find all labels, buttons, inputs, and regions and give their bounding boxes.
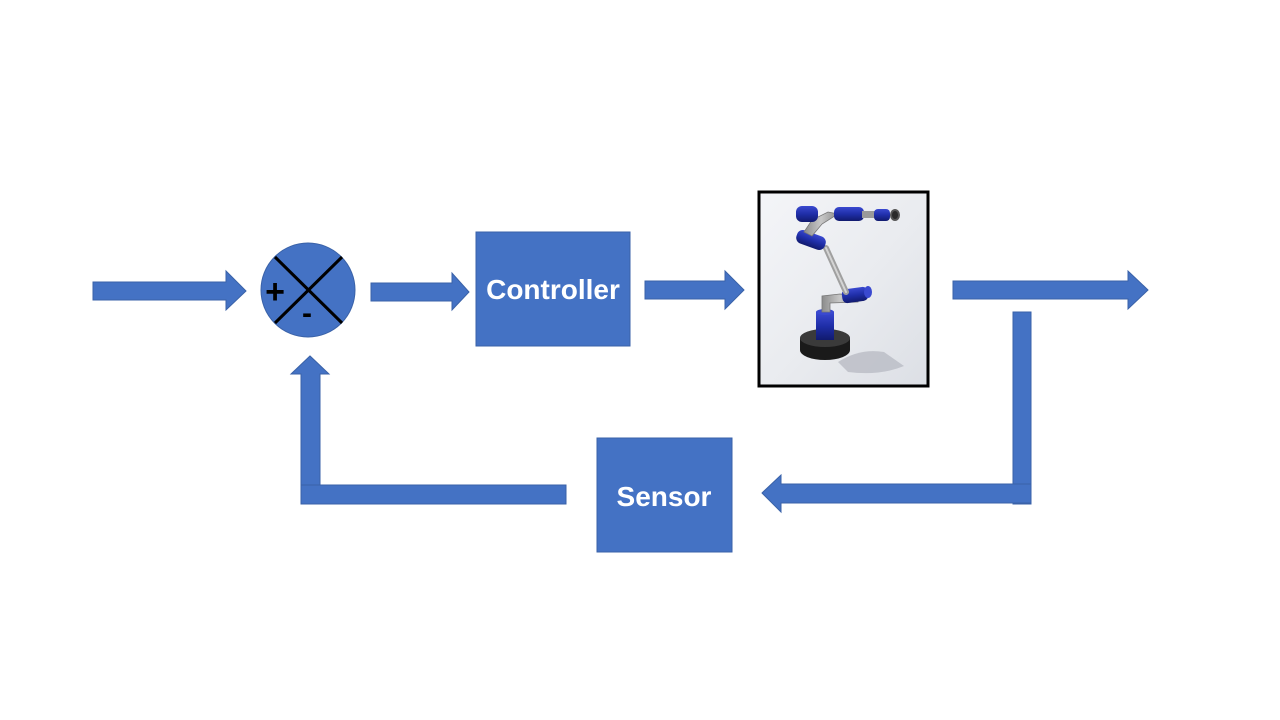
error-arrow [370,271,470,312]
robot-elbow-joint [796,229,826,251]
output-arrow [952,269,1149,311]
sensor-label: Sensor [617,481,712,512]
robot-pillar [816,312,834,340]
input-arrow [92,269,247,312]
feedback-to-junction-arrow [289,355,331,504]
robot-upper-link-highlight [825,247,847,293]
summing-junction: + - [260,242,356,338]
controller-block: Controller [475,231,631,347]
robot-wrist-joint [796,206,900,222]
control-signal-arrow [644,269,745,311]
controller-label: Controller [486,274,620,305]
robot-arm-icon [796,206,904,374]
controller-box [475,231,631,347]
sensor-block: Sensor [596,437,733,553]
summing-junction-cross-line [273,255,344,325]
minus-sign: - [302,297,312,330]
feedback-return-horizontal [300,484,567,505]
plus-sign: + [265,273,285,311]
feedback-to-sensor-arrow [761,473,1032,514]
sensor-box [596,437,733,553]
robot-shadow [838,351,904,374]
feedback-down-path [1012,311,1032,505]
plant-block [757,190,930,388]
